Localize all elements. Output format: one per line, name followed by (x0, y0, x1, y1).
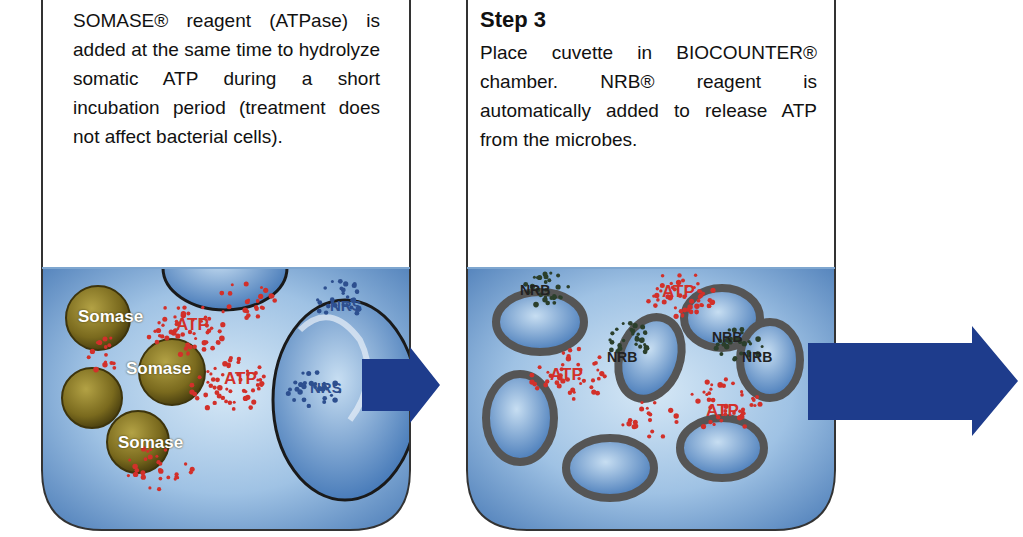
liquid-surface (467, 267, 835, 269)
part-label: ATP (550, 366, 583, 383)
somase-beads (62, 286, 205, 473)
flow-arrow (362, 347, 440, 423)
lysed-microbes (486, 288, 800, 498)
part-label: NRS (310, 380, 342, 395)
step-heading: Step 3 (480, 6, 820, 34)
atp-dots (523, 272, 763, 439)
part-label: NRB (712, 330, 742, 344)
part-label: Somase (78, 308, 143, 325)
next-arrow (808, 326, 1018, 436)
part-label: Somase (126, 360, 191, 377)
step-description: SOMASE® reagent (ATPase) is added at the… (73, 6, 380, 151)
part-label: NRB (520, 283, 550, 297)
part-label: ATP (224, 370, 257, 387)
process-step: SOMASE® reagent (ATPase) is added at the… (42, 0, 410, 530)
part-label: Somase (118, 434, 183, 451)
part-label: NRB (742, 350, 772, 364)
part-label: NRS (330, 298, 362, 313)
part-label: ATP (176, 316, 209, 333)
part-label: ATP (706, 402, 739, 419)
liquid (467, 268, 835, 537)
liquid-surface (42, 267, 410, 269)
part-label: NRB (607, 350, 637, 364)
cuvette (42, 0, 410, 530)
process-step: Step 3 Place cuvette in BIOCOUNTER® chamb… (467, 0, 835, 530)
step-description: Place cuvette in BIOCOUNTER® chamber. NR… (480, 38, 817, 154)
cuvette (467, 0, 835, 530)
part-label: ATP (662, 283, 695, 300)
